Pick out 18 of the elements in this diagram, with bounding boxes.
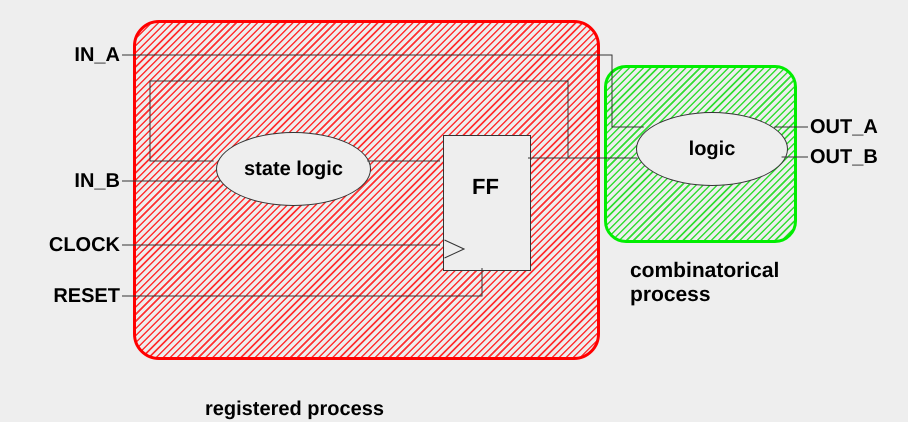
signal-wire <box>150 80 568 162</box>
signal-name: IN_B <box>40 168 120 194</box>
logic-ellipse <box>216 132 371 206</box>
signal-name: OUT_A <box>810 114 902 140</box>
region-title: combinatorical process <box>630 259 780 307</box>
signal-wire <box>122 54 644 128</box>
signal-wire <box>122 180 220 182</box>
signal-name: CLOCK <box>20 232 120 258</box>
signal-name: OUT_B <box>810 144 902 170</box>
region-title: registered process <box>205 397 385 421</box>
logic-ellipse <box>636 112 788 186</box>
signal-wire <box>366 160 440 162</box>
signal-name: IN_A <box>40 42 120 68</box>
flip-flop-box <box>443 135 531 271</box>
flip-flop-label: FF <box>472 174 499 200</box>
ellipse-label: logic <box>688 137 736 161</box>
signal-name: RESET <box>20 283 120 309</box>
ellipse-label: state logic <box>243 157 344 181</box>
